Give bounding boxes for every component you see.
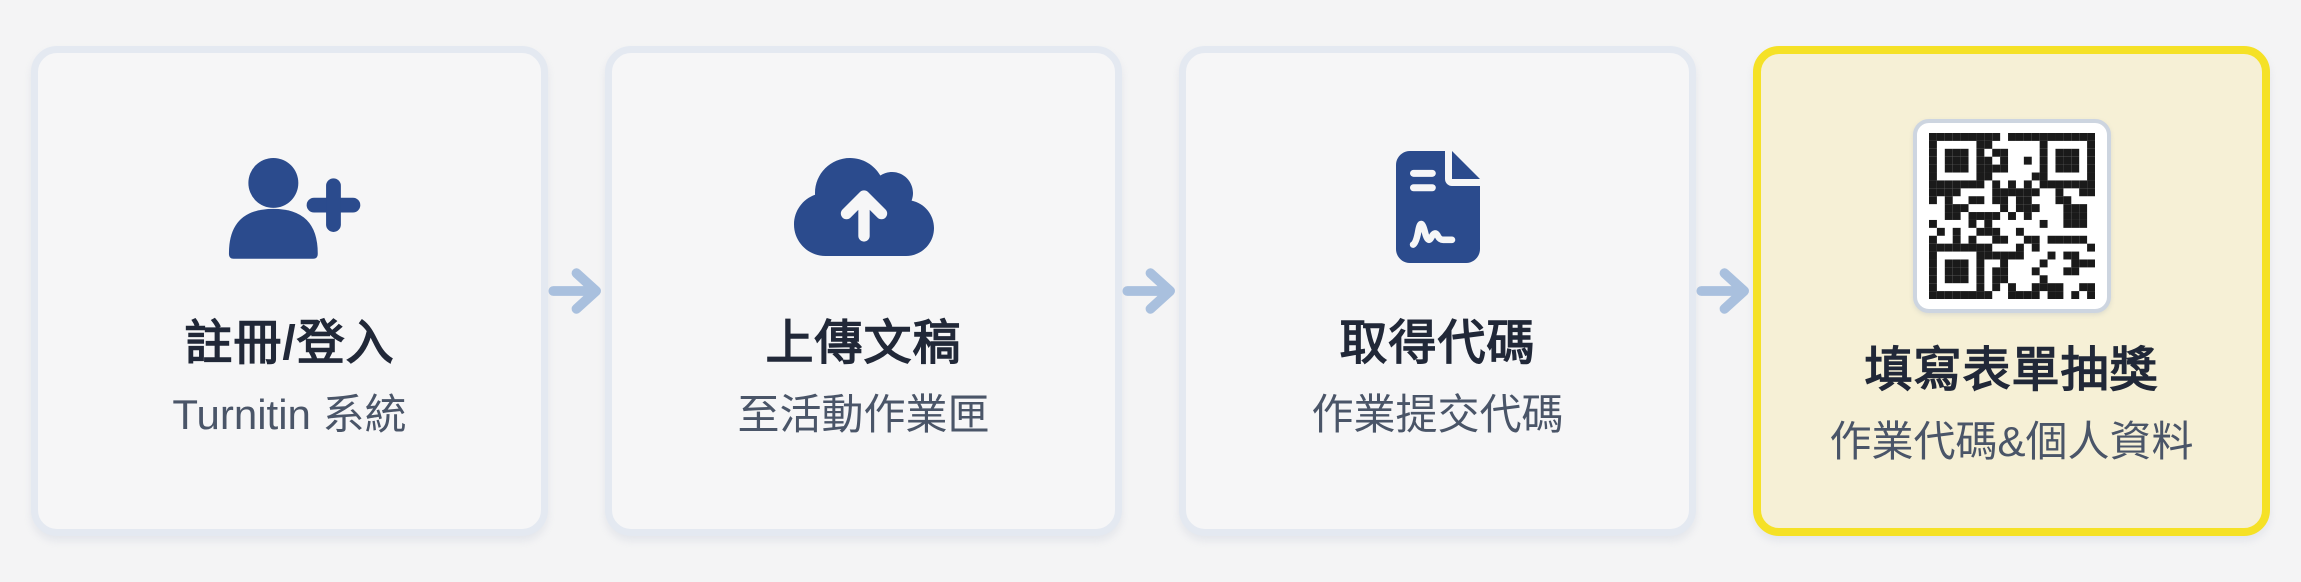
cloud-upload-icon [793, 158, 934, 256]
step3-icon-area [1394, 146, 1482, 268]
arrow-right-icon [1696, 268, 1749, 314]
flow-arrow-1 [548, 251, 605, 331]
step4-subtitle: 作業代碼&個人資料 [1829, 418, 2194, 465]
flow-arrow-3 [1696, 251, 1753, 331]
flow-arrow-2 [1122, 251, 1179, 331]
step1-icon-area [216, 146, 364, 268]
step4-title: 填寫表單抽獎 [1864, 344, 2159, 397]
step3-subtitle: 作業提交代碼 [1311, 391, 1564, 438]
step3-title: 取得代碼 [1339, 317, 1536, 370]
step2-icon-area [793, 146, 934, 268]
arrow-right-icon [1122, 268, 1175, 314]
step1-subtitle: Turnitin 系統 [172, 391, 407, 438]
step-card-upload: 上傳文稿 至活動作業匣 [605, 46, 1122, 536]
arrow-right-icon [548, 268, 601, 314]
step2-subtitle: 至活動作業匣 [737, 391, 990, 438]
step-card-get-code: 取得代碼 作業提交代碼 [1179, 46, 1696, 536]
step2-title: 上傳文稿 [765, 317, 962, 370]
step-card-fill-form-lottery: 填寫表單抽獎 作業代碼&個人資料 [1753, 46, 2270, 536]
step1-title: 註冊/登入 [184, 317, 395, 370]
step-card-register-login: 註冊/登入 Turnitin 系統 [31, 46, 548, 536]
file-document-icon [1395, 151, 1480, 263]
qr-code-image [1928, 133, 2095, 299]
user-plus-icon [228, 157, 360, 259]
qr-code-frame [1912, 119, 2111, 313]
